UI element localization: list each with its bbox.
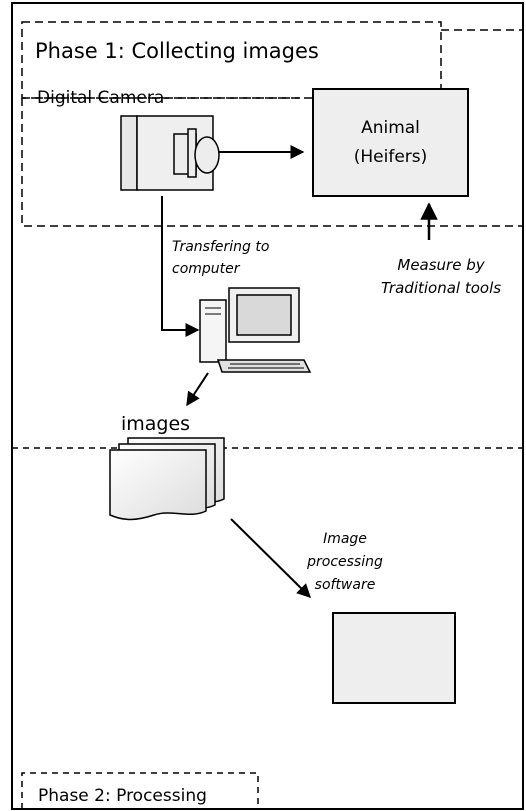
animal-label: Animal (Heifers) xyxy=(313,114,468,172)
animal-label-line2: (Heifers) xyxy=(353,147,428,167)
transfer-label-line1: Transfering to xyxy=(172,239,270,255)
software-output-box xyxy=(332,612,456,704)
computer-to-images-arrow xyxy=(186,372,209,407)
phase2-region xyxy=(12,447,524,809)
phase2-title-box xyxy=(21,772,259,809)
computer-icon xyxy=(199,287,312,373)
camera-icon xyxy=(120,115,220,191)
processing-label-line2: processing xyxy=(307,554,383,570)
animal-box xyxy=(312,88,469,197)
measure-label: Measure by Traditional tools xyxy=(356,254,526,300)
measure-label-line1: Measure by xyxy=(397,256,485,274)
animal-label-line1: Animal xyxy=(361,118,420,138)
phase1-region-bottom xyxy=(21,98,524,227)
processing-label-line1: Image xyxy=(323,531,367,547)
camera-label: Digital Camera xyxy=(37,88,165,108)
phase1-region xyxy=(21,21,524,227)
transfer-path xyxy=(161,196,200,337)
processing-label-line3: software xyxy=(314,577,376,593)
phase2-title: Phase 2: Processing xyxy=(38,786,207,806)
phase1-title: Phase 1: Collecting images xyxy=(35,39,319,63)
transfer-label-line2: computer xyxy=(172,261,240,277)
measure-label-line2: Traditional tools xyxy=(380,279,502,297)
images-stack-icon xyxy=(109,437,225,521)
images-label: images xyxy=(121,413,191,435)
outer-border xyxy=(11,2,524,810)
images-to-software-arrow xyxy=(230,518,311,598)
processing-label: Image processing software xyxy=(280,528,410,597)
transfer-label: Transfering to computer xyxy=(172,236,269,280)
